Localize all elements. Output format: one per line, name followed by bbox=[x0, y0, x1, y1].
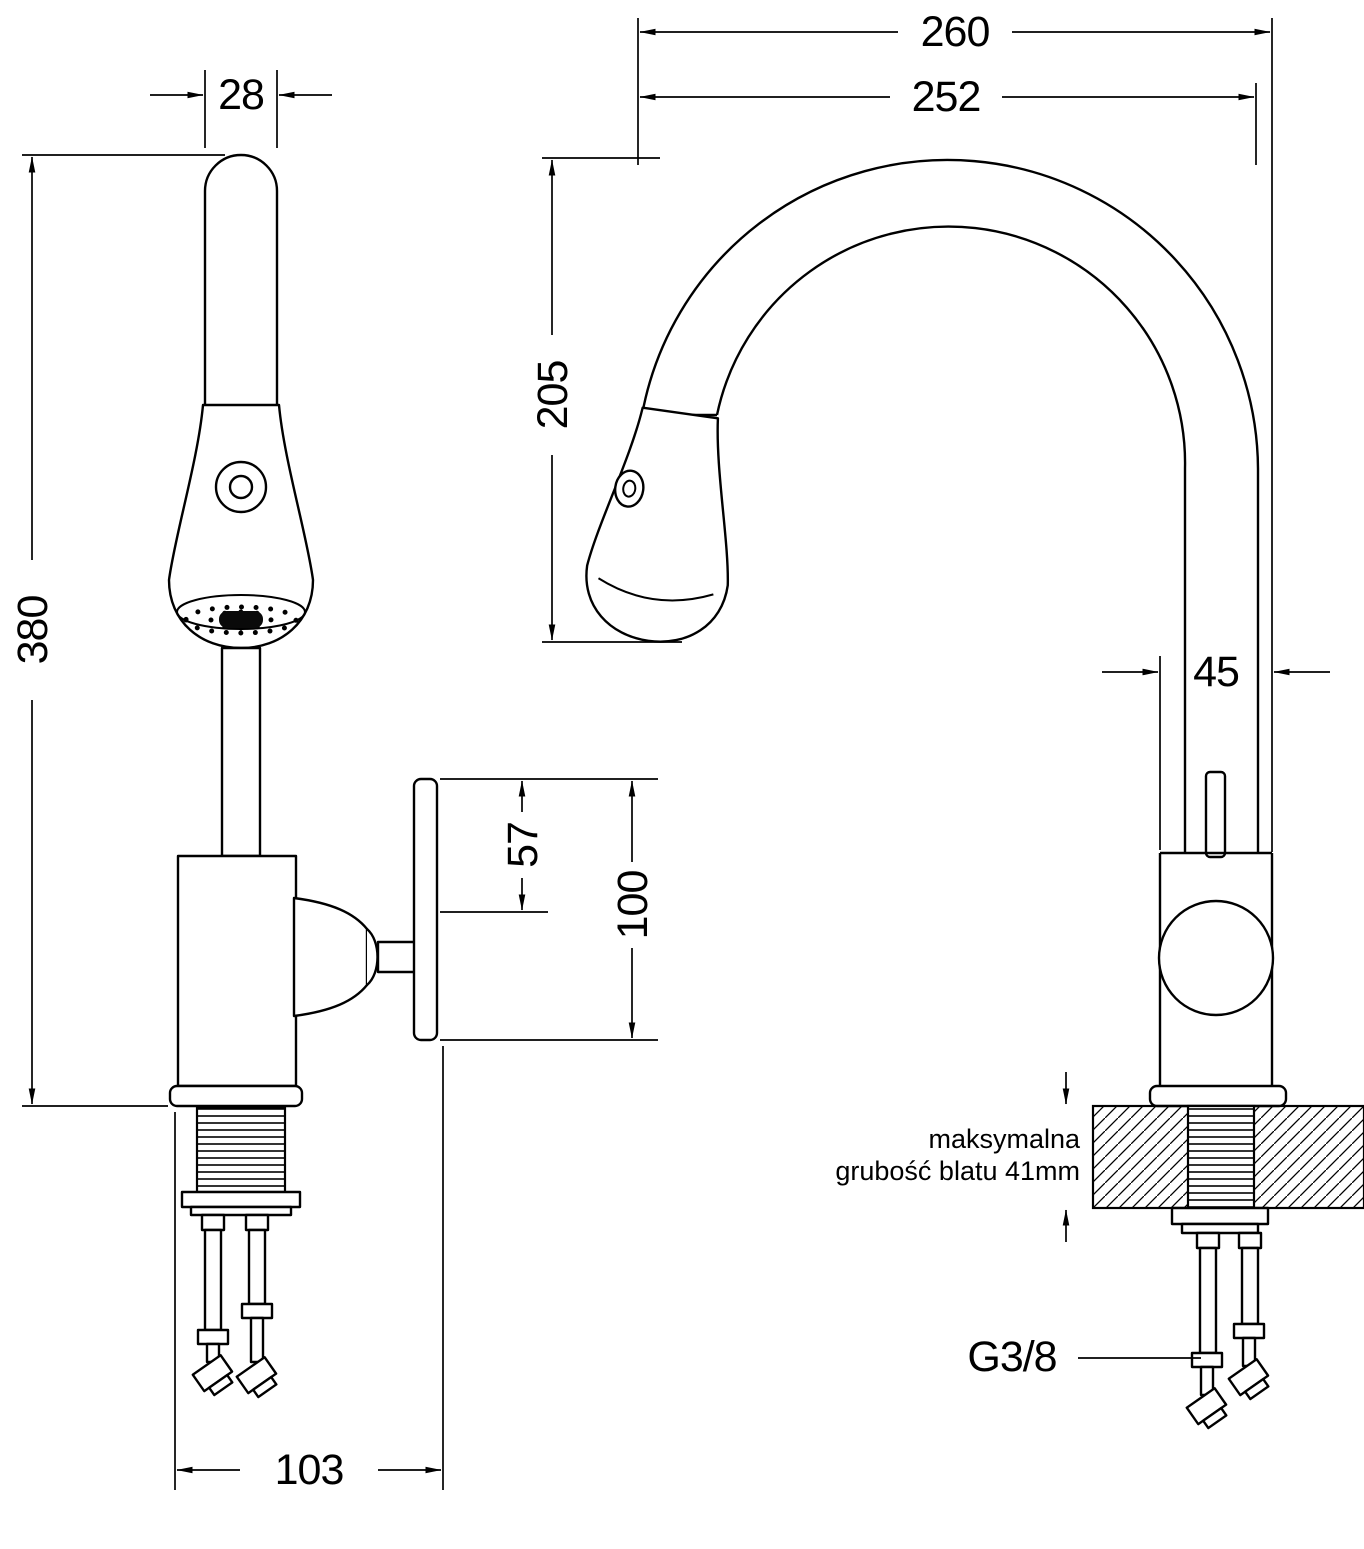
side-threaded-shank bbox=[1186, 1104, 1256, 1210]
side-hose-left bbox=[1185, 1231, 1228, 1430]
dim-total-height: 380 bbox=[9, 154, 225, 1107]
side-aerator-edge bbox=[597, 577, 714, 602]
front-locknut bbox=[180, 1190, 302, 1209]
dim-body-depth: 45 bbox=[1102, 648, 1330, 850]
side-locknut bbox=[1170, 1206, 1270, 1226]
front-hose-right bbox=[235, 1213, 278, 1399]
dim-base-span: 103 bbox=[174, 1046, 444, 1494]
nut-cap bbox=[207, 1373, 234, 1397]
side-view: maksymalna grubość blatu 41mm G3/8 bbox=[585, 158, 1364, 1430]
nut-cap bbox=[1243, 1377, 1270, 1401]
hose-end-nut bbox=[1185, 1387, 1228, 1430]
side-spray-head bbox=[585, 406, 729, 643]
nut-cap bbox=[251, 1375, 278, 1399]
side-spout-inner-curve bbox=[715, 225, 1187, 853]
dim-label-252: 252 bbox=[912, 73, 981, 121]
hose-connector bbox=[244, 1213, 270, 1232]
hose-fitting bbox=[1190, 1351, 1224, 1369]
side-base-flange bbox=[1148, 1084, 1288, 1108]
front-washer bbox=[189, 1205, 293, 1217]
countertop-note-line1: maksymalna bbox=[928, 1124, 1081, 1154]
dim-label-260: 260 bbox=[921, 8, 990, 56]
side-spray-button-inner bbox=[622, 479, 637, 498]
front-riser-tube bbox=[220, 646, 262, 858]
side-spray-button bbox=[613, 469, 645, 508]
hose-fitting bbox=[196, 1328, 230, 1346]
dim-spout-clearance: 205 bbox=[529, 157, 682, 643]
front-threaded-shank bbox=[195, 1106, 287, 1194]
hose-fitting bbox=[240, 1302, 274, 1320]
front-base-flange bbox=[168, 1084, 304, 1108]
side-lever-handle bbox=[1204, 770, 1227, 859]
dim-overall-reach: 260 bbox=[637, 8, 1273, 852]
dim-label-380: 380 bbox=[9, 596, 57, 665]
side-spout-outer-curve bbox=[640, 158, 1260, 853]
countertop-note-line2: grubość blatu 41mm bbox=[835, 1156, 1080, 1186]
side-washer bbox=[1180, 1222, 1260, 1235]
dim-spout-reach: 252 bbox=[639, 73, 1257, 165]
dim-lever-height: 100 bbox=[440, 780, 658, 1041]
hose-end-nut bbox=[235, 1356, 278, 1399]
dim-label-45: 45 bbox=[1193, 648, 1239, 696]
side-ball-joint bbox=[1157, 899, 1275, 1017]
front-spray-button-inner bbox=[228, 474, 254, 500]
dim-label-57: 57 bbox=[499, 822, 547, 868]
hose-body bbox=[203, 1228, 223, 1332]
hose-connector bbox=[1237, 1231, 1263, 1250]
hose-connector bbox=[1195, 1231, 1221, 1250]
front-aerator-dots-outer bbox=[183, 604, 299, 636]
front-body bbox=[176, 854, 298, 1088]
dim-label-205: 205 bbox=[529, 361, 577, 430]
front-spout-tube bbox=[203, 153, 279, 418]
side-hose-right bbox=[1227, 1231, 1270, 1401]
hose-body bbox=[1198, 1246, 1218, 1355]
hose-end-nut bbox=[191, 1354, 234, 1397]
hose-body bbox=[1240, 1246, 1260, 1326]
hose-connector bbox=[200, 1213, 226, 1232]
side-spray-head-body bbox=[585, 406, 729, 643]
thread-size-label: G3/8 bbox=[967, 1333, 1056, 1381]
dim-label-103: 103 bbox=[275, 1446, 344, 1494]
countertop-thickness-callout: maksymalna grubość blatu 41mm bbox=[835, 1072, 1081, 1242]
dim-label-28: 28 bbox=[218, 71, 264, 119]
front-hose-left bbox=[191, 1213, 234, 1397]
front-lever-connector bbox=[376, 940, 418, 974]
front-aerator-slot bbox=[219, 611, 263, 628]
hose-tube bbox=[249, 1316, 265, 1364]
hose-fitting bbox=[1232, 1322, 1266, 1340]
thread-size-callout: G3/8 bbox=[967, 1333, 1201, 1381]
hose-body bbox=[247, 1228, 267, 1306]
hose-end-nut bbox=[1227, 1358, 1270, 1401]
dim-spout-tube-width: 28 bbox=[150, 70, 332, 148]
dim-label-100: 100 bbox=[609, 871, 657, 940]
front-view bbox=[167, 153, 439, 1399]
front-lever-handle bbox=[412, 777, 439, 1042]
dim-lever-offset: 57 bbox=[440, 778, 658, 913]
nut-cap bbox=[1201, 1406, 1228, 1430]
